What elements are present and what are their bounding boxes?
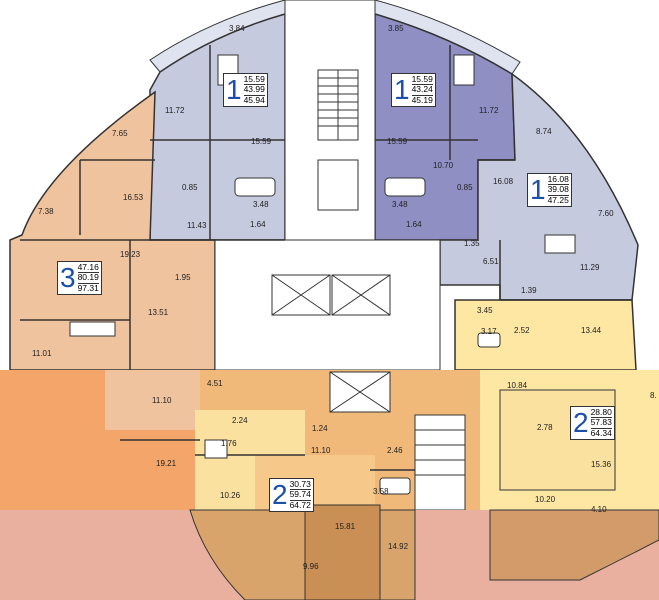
room-area-label: 3.58	[373, 487, 389, 496]
room-area-label: 11.10	[311, 446, 331, 455]
stairwell-upper	[284, 0, 376, 241]
room-area-label: 4.51	[207, 379, 223, 388]
room-area-label: 11.72	[479, 106, 499, 115]
room-count: 3	[60, 262, 76, 294]
living-area: 16.08	[547, 174, 569, 184]
room-area-label: 7.38	[38, 207, 54, 216]
apartment-badge: 1 16.08 39.08 47.25	[527, 173, 572, 208]
room-area-label: 19.23	[120, 250, 141, 259]
apartment-2-right-zone	[480, 370, 659, 510]
lower-bottom-zone	[0, 504, 659, 600]
room-area-label: 7.60	[598, 209, 614, 218]
room-area-label: 3.84	[229, 24, 245, 33]
room-area-label: 15.81	[335, 522, 356, 531]
total-area-with-balcony: 97.31	[77, 282, 99, 293]
room-area-label: 3.48	[253, 200, 269, 209]
total-area: 57.83	[590, 417, 612, 428]
room-area-label: 10.26	[220, 491, 241, 500]
room-area-label: 11.29	[580, 263, 600, 272]
room-area-label: 2.78	[537, 423, 553, 432]
room-area-label: 7.65	[112, 129, 128, 138]
living-area: 28.80	[590, 407, 612, 417]
room-area-label: 16.08	[493, 177, 514, 186]
room-area-label: 9.96	[303, 562, 319, 571]
total-area-with-balcony: 64.72	[289, 499, 311, 510]
room-area-label: 8.74	[536, 127, 552, 136]
room-area-label: 19.21	[156, 459, 177, 468]
living-area: 15.59	[243, 74, 265, 84]
room-area-label: 4.10	[591, 505, 607, 514]
room-area-label: 1.76	[221, 439, 237, 448]
room-area-label: 2.46	[387, 446, 403, 455]
total-area: 43.99	[243, 84, 265, 95]
room-area-label: 6.51	[483, 257, 499, 266]
room-area-label: 11.72	[165, 106, 185, 115]
total-area-with-balcony: 45.94	[243, 94, 265, 105]
room-area-label: 11.01	[32, 349, 52, 358]
apartment-badge: 3 47.16 80.19 97.31	[57, 261, 102, 296]
room-area-label: 1.95	[175, 273, 191, 282]
room-area-label: 15.59	[251, 137, 272, 146]
apartment-badge: 1 15.59 43.99 45.94	[223, 73, 268, 108]
room-area-label: 1.64	[250, 220, 266, 229]
total-area: 59.74	[289, 489, 311, 500]
room-area-label: 1.39	[521, 286, 537, 295]
living-area: 30.73	[289, 479, 311, 489]
room-area-label: 1.64	[406, 220, 422, 229]
total-area: 80.19	[77, 272, 99, 283]
room-area-label: 13.44	[581, 326, 602, 335]
room-area-label: 15.59	[387, 137, 408, 146]
total-area: 43.24	[411, 84, 433, 95]
room-area-label: 3.85	[388, 24, 404, 33]
bathtub-icons	[234, 177, 501, 495]
room-area-label: 13.51	[148, 308, 169, 317]
room-area-label: 1.35	[464, 239, 480, 248]
room-count: 2	[272, 479, 288, 511]
room-area-label: 11.43	[187, 221, 207, 230]
room-count: 1	[226, 74, 242, 106]
total-area-with-balcony: 47.25	[547, 194, 569, 205]
total-area-with-balcony: 45.19	[411, 94, 433, 105]
apartment-badge: 2 28.80 57.83 64.34	[570, 406, 615, 441]
room-count: 2	[573, 407, 589, 439]
room-area-label: 0.85	[457, 183, 473, 192]
total-area-with-balcony: 64.34	[590, 427, 612, 438]
stairwell-lower	[329, 371, 466, 511]
room-area-label: 14.92	[388, 542, 409, 551]
room-area-label: 15.36	[591, 460, 612, 469]
room-area-label: 0.85	[182, 183, 198, 192]
apartment-badge: 2 30.73 59.74 64.72	[269, 478, 314, 513]
room-area-label: 3.17	[481, 327, 497, 336]
room-count: 1	[394, 74, 410, 106]
room-area-label: 3.45	[477, 306, 493, 315]
living-area: 15.59	[411, 74, 433, 84]
room-area-label: 10.20	[535, 495, 556, 504]
room-area-label: 2.24	[232, 416, 248, 425]
room-area-label: 16.53	[123, 193, 144, 202]
room-area-label: 1.24	[312, 424, 328, 433]
room-area-label: 8.	[650, 391, 657, 400]
room-count: 1	[530, 174, 546, 206]
room-area-label: 10.84	[507, 381, 528, 390]
room-area-label: 2.52	[514, 326, 530, 335]
room-area-label: 3.48	[392, 200, 408, 209]
elevator-shafts	[271, 274, 391, 316]
room-area-label: 10.70	[433, 161, 454, 170]
room-area-label: 11.10	[152, 396, 172, 405]
total-area: 39.08	[547, 184, 569, 195]
apartment-badge: 1 15.59 43.24 45.19	[391, 73, 436, 108]
living-area: 47.16	[77, 262, 99, 272]
